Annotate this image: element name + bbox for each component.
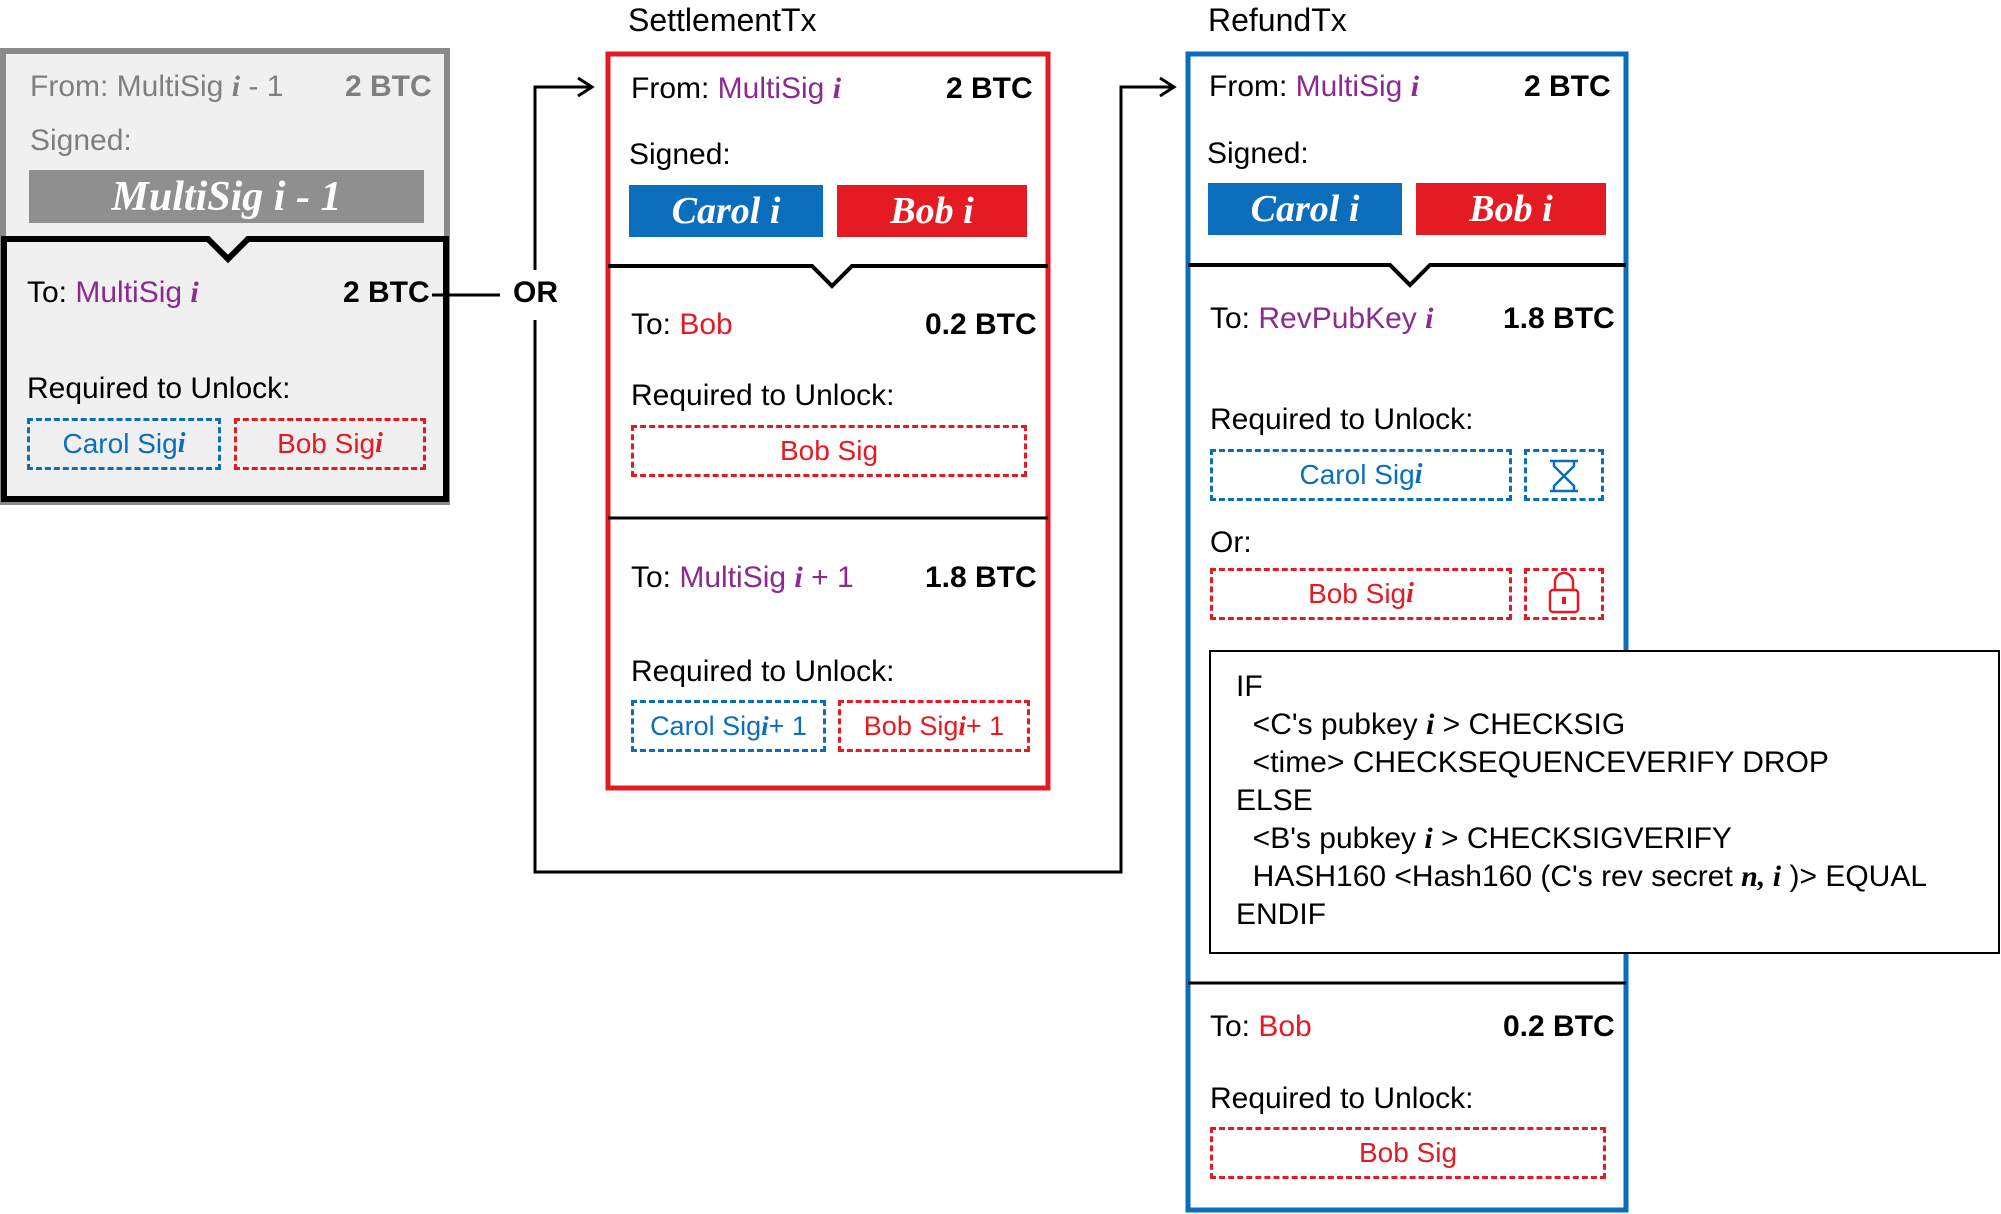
refund-out1-to: To: RevPubKey i bbox=[1210, 302, 1434, 335]
prev-from-label: From: MultiSig i - 1 bbox=[30, 70, 284, 103]
settlement-title: SettlementTx bbox=[628, 2, 817, 38]
settlement-out2-to: To: MultiSig i + 1 bbox=[631, 561, 854, 594]
refund-or-label: Or: bbox=[1210, 526, 1252, 559]
settlement-bob-signature: Bob i bbox=[837, 185, 1027, 237]
refund-bob-signature: Bob i bbox=[1416, 183, 1606, 235]
padlock-icon bbox=[1548, 571, 1580, 614]
prev-from-amount: 2 BTC bbox=[345, 70, 432, 103]
refund-out1-required: Required to Unlock: bbox=[1210, 403, 1474, 436]
refund-out1-amount: 1.8 BTC bbox=[1503, 302, 1615, 335]
settlement-out1-required: Required to Unlock: bbox=[631, 379, 895, 412]
refund-carol-sig: Carol Sig i bbox=[1210, 449, 1512, 501]
prev-to-amount: 2 BTC bbox=[343, 276, 430, 309]
settlement-out1-to: To: Bob bbox=[631, 308, 733, 341]
settlement-divider-1 bbox=[608, 264, 1048, 289]
settlement-out1-bob-sig: Bob Sig bbox=[631, 425, 1027, 477]
settlement-from-amount: 2 BTC bbox=[946, 72, 1033, 105]
settlement-from-label: From: MultiSig i bbox=[631, 72, 842, 105]
prev-bob-sig: Bob Sig i bbox=[234, 418, 426, 470]
settlement-out2-carol-sig: Carol Sig i + 1 bbox=[631, 700, 826, 752]
prev-required-label: Required to Unlock: bbox=[27, 372, 291, 405]
settlement-carol-signature: Carol i bbox=[629, 185, 823, 237]
refund-signed-label: Signed: bbox=[1207, 137, 1309, 170]
prev-signature: MultiSig i - 1 bbox=[111, 173, 342, 220]
refund-from-amount: 2 BTC bbox=[1524, 70, 1611, 103]
settlement-frame bbox=[605, 51, 1051, 791]
refund-out2-amount: 0.2 BTC bbox=[1503, 1010, 1615, 1043]
refund-out2-required: Required to Unlock: bbox=[1210, 1082, 1474, 1115]
settlement-out2-bob-sig: Bob Sig i + 1 bbox=[838, 700, 1030, 752]
refund-bob-sig: Bob Sig i bbox=[1210, 568, 1512, 620]
refund-title: RefundTx bbox=[1208, 2, 1347, 38]
hourglass-icon bbox=[1550, 459, 1578, 493]
refund-hashlock-box bbox=[1524, 568, 1604, 620]
script-text: IF <C's pubkey i > CHECKSIG <time> CHECK… bbox=[1236, 670, 1928, 931]
settlement-out2-amount: 1.8 BTC bbox=[925, 561, 1037, 594]
refund-from-label: From: MultiSig i bbox=[1209, 70, 1420, 103]
refund-carol-signature: Carol i bbox=[1208, 183, 1402, 235]
script-frame bbox=[1209, 650, 2000, 954]
settlement-out1-amount: 0.2 BTC bbox=[925, 308, 1037, 341]
refund-out2-to: To: Bob bbox=[1210, 1010, 1312, 1043]
arrow-to-refund bbox=[533, 85, 1171, 874]
prev-to-label: To: MultiSig i bbox=[27, 276, 199, 309]
refund-timelock-box bbox=[1524, 449, 1604, 501]
or-label: OR bbox=[513, 276, 558, 309]
refund-frame bbox=[1185, 51, 1629, 1213]
refund-divider-1 bbox=[1188, 263, 1626, 288]
settlement-signed-label: Signed: bbox=[629, 138, 731, 171]
refund-out2-bob-sig: Bob Sig bbox=[1210, 1127, 1606, 1179]
prev-output-frame bbox=[1, 236, 449, 502]
settlement-out2-required: Required to Unlock: bbox=[631, 655, 895, 688]
arrow-to-settlement bbox=[533, 85, 590, 270]
prev-carol-sig: Carol Sig i bbox=[27, 418, 221, 470]
prev-signed-label: Signed: bbox=[30, 124, 132, 157]
prev-signature-bar bbox=[29, 170, 424, 223]
